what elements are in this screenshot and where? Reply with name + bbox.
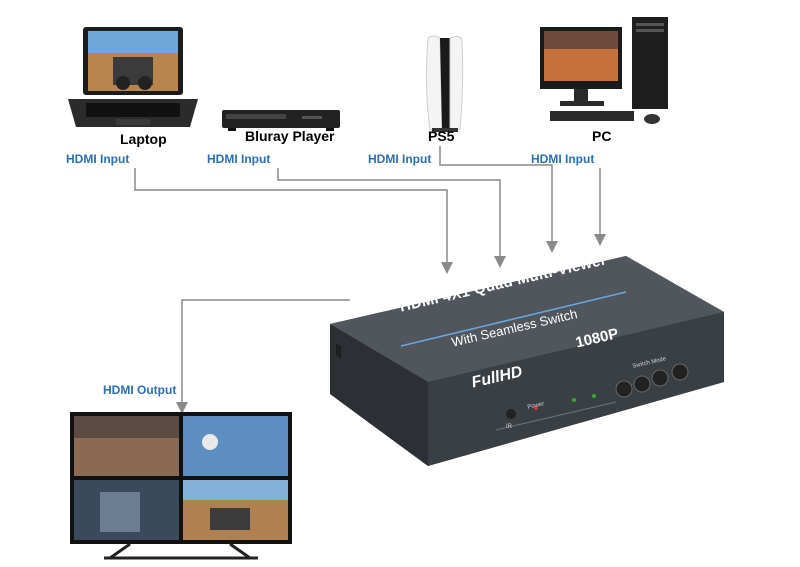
ps5-device	[420, 34, 466, 134]
laptop-device	[68, 27, 198, 129]
laptop-input-label: HDMI Input	[66, 152, 129, 166]
tv-monitor	[70, 412, 292, 562]
ps5-input-label: HDMI Input	[368, 152, 431, 166]
pc-input-label: HDMI Input	[531, 152, 594, 166]
bluray-label: Bluray Player	[245, 128, 335, 144]
pc-device	[540, 15, 670, 130]
bluray-wire	[278, 168, 500, 262]
laptop-wire	[135, 168, 447, 268]
pc-label: PC	[592, 128, 611, 144]
output-wire	[182, 300, 350, 408]
bluray-input-label: HDMI Input	[207, 152, 270, 166]
laptop-label: Laptop	[120, 131, 167, 147]
hdmi-output-label: HDMI Output	[103, 383, 176, 397]
ps5-label: PS5	[428, 128, 454, 144]
ir-label: IR	[506, 424, 512, 430]
